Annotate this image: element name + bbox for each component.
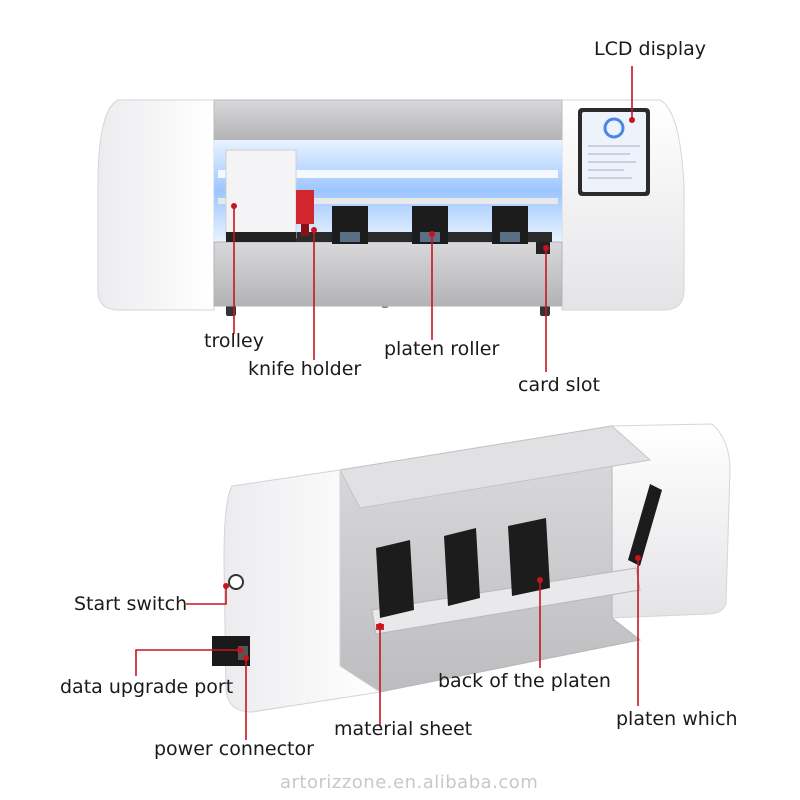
label-back-of-platen: back of the platen: [438, 670, 611, 692]
back-rollers: [376, 518, 550, 618]
label-power-connector: power connector: [154, 738, 314, 760]
top-leader-dots: [231, 117, 635, 251]
guide-rail: [218, 170, 558, 178]
back-machine: [212, 423, 731, 713]
bottom-leader-lines: [135, 560, 639, 740]
label-start-switch: Start switch: [74, 593, 188, 615]
top-leader-lines: [233, 66, 633, 372]
label-knife-holder: knife holder: [248, 358, 362, 380]
trolley-block: [225, 149, 297, 239]
usb-port: [238, 646, 248, 660]
label-card-slot: card slot: [518, 374, 600, 396]
front-machine: [97, 99, 685, 316]
front-rollers: [332, 206, 528, 244]
label-trolley: trolley: [204, 330, 264, 352]
lcd-lines: [588, 145, 640, 179]
lower-plate: [213, 241, 563, 307]
start-switch-button: [228, 574, 244, 590]
left-end-cap: [97, 99, 215, 311]
label-platen-which: platen which: [616, 708, 738, 730]
bottom-leader-dots: [223, 555, 641, 661]
label-platen-roller: platen roller: [384, 338, 500, 360]
platen-lever: [628, 484, 662, 566]
guide-rail-lower: [218, 198, 558, 204]
back-left-cap: [223, 469, 382, 713]
trolley-base: [226, 232, 296, 242]
top-lid: [213, 99, 563, 141]
knife-holder-block: [296, 190, 314, 224]
knife-holder-tip: [301, 224, 309, 236]
label-data-upgrade-port: data upgrade port: [60, 676, 234, 698]
watermark: artorizzone.en.alibaba.com: [280, 772, 539, 793]
label-material-sheet: material sheet: [334, 718, 473, 740]
base-rail: [226, 232, 552, 242]
lcd-ring-icon: [603, 117, 625, 139]
label-lcd-display: LCD display: [594, 38, 706, 60]
back-lid: [339, 425, 652, 509]
lcd-screen-inner: [582, 112, 646, 192]
back-right-cap: [611, 423, 731, 619]
